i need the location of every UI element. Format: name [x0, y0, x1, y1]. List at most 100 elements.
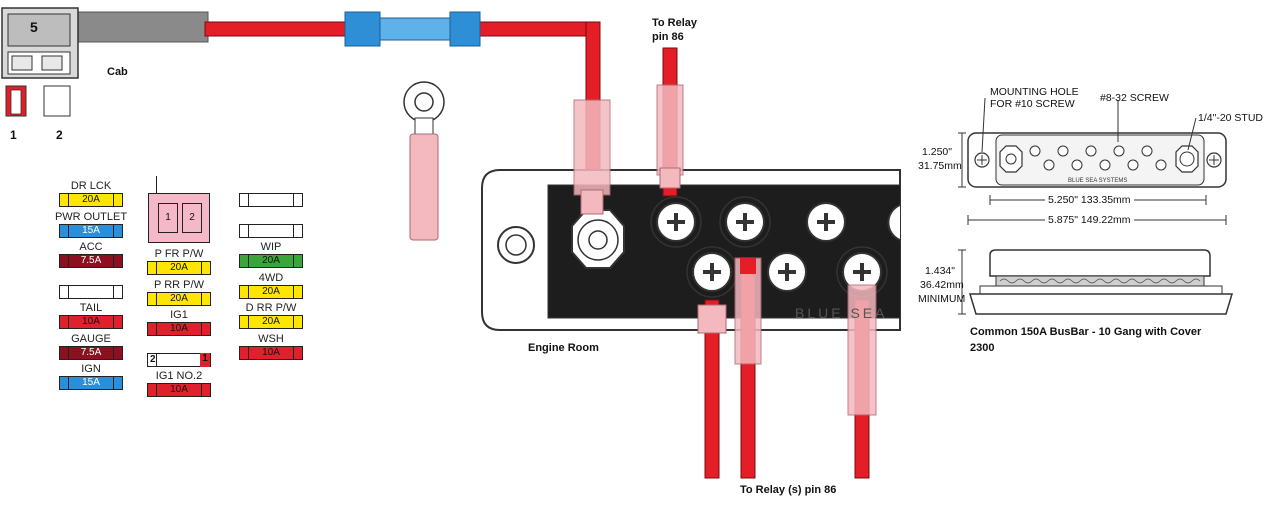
height-in: 1.250": [922, 146, 953, 158]
fuse-name-label: [230, 180, 312, 192]
relay-socket: 1 2: [148, 193, 210, 243]
terminal-main-neck: [580, 189, 604, 215]
fuse-cap: [60, 255, 69, 267]
fuse-body: [239, 223, 303, 238]
heatshrink-1: [344, 11, 381, 47]
fuse-name-label: WSH: [258, 332, 284, 345]
side-height-min: MINIMUM: [918, 293, 966, 305]
fuse-body: 20A: [147, 291, 211, 306]
fuse-cap: [113, 194, 122, 206]
fuse-body: 15A: [59, 223, 123, 238]
fuse-name-label: P FR P/W: [154, 248, 204, 260]
fuse-cap: [201, 262, 210, 274]
fuse-cap: [240, 194, 249, 206]
fuse-body: 10A: [147, 322, 211, 336]
fuse-cap: [148, 292, 157, 305]
fuse-tap-leg-left-blade: [10, 89, 22, 115]
fuse-cap: [113, 346, 122, 359]
terminal-bottom-2-cap: [740, 258, 756, 274]
fuse-body: 20A: [59, 193, 123, 207]
relay-pin-2: 2: [182, 203, 202, 233]
fuse-body: 20A: [239, 284, 303, 299]
fuse-body: 20A: [239, 315, 303, 329]
fuse-cap: [148, 262, 157, 274]
fuse-cap: [60, 194, 69, 206]
inner-width: 5.250" 133.35mm: [1045, 194, 1134, 206]
fuse-cap: [293, 255, 302, 267]
fuse-rating: 20A: [170, 292, 188, 304]
fuse-cap: [113, 316, 122, 328]
fuse-cap: [240, 316, 249, 328]
fuse-cap: [113, 377, 122, 389]
busbar-screws: [656, 202, 901, 292]
height-mm: 31.75mm: [918, 160, 962, 172]
fuse-tap-lead: [77, 11, 209, 43]
fuse-body: 20A: [147, 261, 211, 275]
fuse-tap-slot-1: [11, 55, 33, 71]
fuse-name-label: [138, 340, 220, 352]
fuse-cap: [240, 285, 249, 298]
fuse-rating: 20A: [170, 262, 188, 273]
fuse-rating: 10A: [262, 346, 280, 358]
fuse-body: 15A: [59, 376, 123, 390]
relay-pin-1: 1: [158, 203, 178, 233]
fuse-cap: [148, 353, 157, 366]
fuse-name-label: WIP: [260, 241, 282, 253]
fuse-rating: 20A: [262, 316, 280, 327]
fuse-tap-number: 5: [30, 19, 38, 35]
fuse-rating: 10A: [170, 323, 188, 334]
busbar-brand-text: BLUE SEA: [795, 305, 887, 321]
fuse-cap: [293, 346, 302, 359]
fuse-cap: [201, 323, 210, 335]
screw-label: #8-32 SCREW: [1100, 92, 1169, 104]
spec-side-view: [958, 249, 1234, 315]
pin-label-2: 2: [56, 128, 63, 142]
cab-label: Cab: [107, 66, 128, 78]
fuse-slot: P FR P/W 20A: [138, 248, 220, 279]
busbar-caption-2: 2300: [970, 342, 995, 354]
fuse-name-label: DR LCK: [70, 180, 112, 192]
fuse-body: 20A: [239, 254, 303, 268]
mounting-hole-label-1: MOUNTING HOLE: [990, 86, 1079, 98]
heatshrink-2: [379, 17, 451, 41]
fuse-cap: [293, 316, 302, 328]
pin-label-1: 1: [10, 128, 17, 142]
ring-on-screw-1: [650, 196, 702, 248]
heatshrink-3: [449, 11, 481, 47]
fuse-body: 10A: [147, 383, 211, 397]
fuse-cap: [240, 346, 249, 359]
fuse-body: [59, 284, 123, 299]
fuse-name-label: [230, 211, 312, 223]
fuse-name-label: P RR P/W: [154, 278, 204, 291]
fuse-cap: [60, 316, 69, 328]
fuse-cap: [60, 285, 69, 298]
stud-label: 1/4"-20 STUD: [1198, 112, 1263, 124]
relay-top-label-2: pin 86: [652, 31, 684, 43]
fuse-cap: [113, 255, 122, 267]
fuse-rating: 15A: [82, 377, 100, 388]
side-height-mm: 36.42mm: [920, 279, 964, 291]
outer-width: 5.875" 149.22mm: [1045, 214, 1134, 226]
brand-small: BLUE SEA SYSTEMS: [1068, 178, 1128, 184]
terminal-bottom-1: [697, 304, 727, 334]
busbar-caption-1: Common 150A BusBar - 10 Gang with Cover: [970, 326, 1202, 338]
fuse-slot: [230, 180, 312, 211]
fuse-name-label: D RR P/W: [245, 302, 297, 314]
red-wire-bottom-1: [704, 299, 720, 479]
ring-on-screw-2: [719, 196, 771, 248]
fuse-tap-top: [7, 13, 71, 47]
relay-bottom-label: To Relay (s) pin 86: [740, 484, 837, 496]
fuse-cap: [201, 384, 210, 396]
fuse-body: 10A: [239, 345, 303, 360]
